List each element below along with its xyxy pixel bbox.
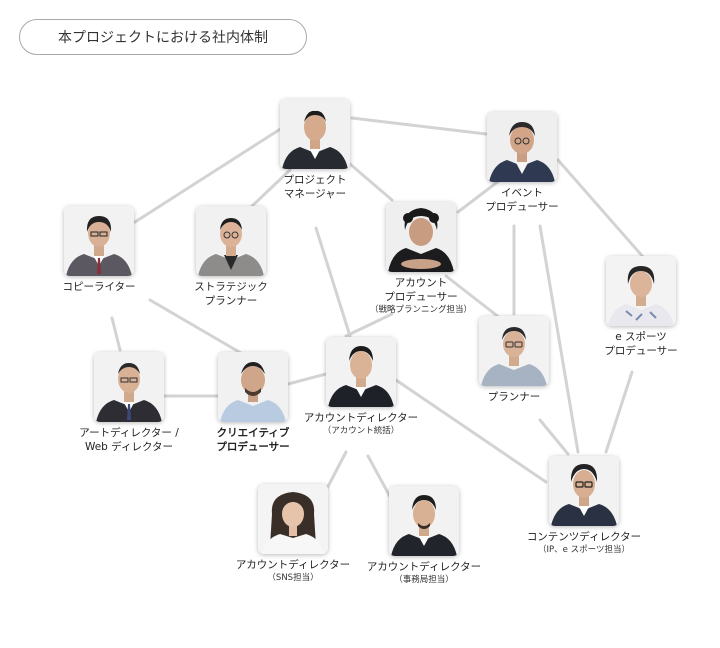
photo-account-director-sns — [258, 484, 328, 554]
photo-contents-director — [549, 456, 619, 526]
link-copy-creative — [150, 300, 246, 356]
photo-event-producer — [487, 112, 557, 182]
link-planner-content — [540, 420, 568, 454]
node-esports-producer: e スポーツプロデューサー — [561, 256, 720, 358]
role-note: （事務局担当） — [344, 574, 504, 586]
photo-creative-producer — [218, 352, 288, 422]
role-note: （戦略プランニング担当） — [341, 304, 501, 316]
role-label: プランナー — [434, 390, 594, 404]
link-esports-content — [606, 372, 632, 452]
photo-strategic-planner — [196, 206, 266, 276]
role-label: アカウントディレクター — [281, 411, 441, 425]
photo-project-manager — [280, 99, 350, 169]
photo-account-director-lead — [326, 337, 396, 407]
link-copy-art — [112, 318, 120, 350]
node-event-producer: イベントプロデューサー — [442, 112, 602, 214]
role-label: プロジェクトマネージャー — [235, 173, 395, 201]
photo-planner — [479, 316, 549, 386]
photo-account-director-office — [389, 486, 459, 556]
node-project-manager: プロジェクトマネージャー — [235, 99, 395, 201]
role-label: e スポーツプロデューサー — [561, 330, 720, 358]
link-acctpro-acctdir — [346, 314, 392, 336]
node-strategic-planner: ストラテジックプランナー — [151, 206, 311, 308]
node-account-director-office: アカウントディレクター （事務局担当） — [344, 486, 504, 586]
node-contents-director: コンテンツディレクター （IP、e スポーツ担当） — [504, 456, 664, 556]
node-account-director-lead: アカウントディレクター （アカウント統括） — [281, 337, 441, 437]
role-label: コンテンツディレクター — [504, 530, 664, 544]
photo-art-director — [94, 352, 164, 422]
photo-account-producer — [386, 202, 456, 272]
role-note: （IP、e スポーツ担当） — [504, 544, 664, 556]
photo-copywriter — [64, 206, 134, 276]
role-note: （アカウント統括） — [281, 425, 441, 437]
photo-esports-producer — [606, 256, 676, 326]
role-label: アカウントディレクター — [344, 560, 504, 574]
role-label: ストラテジックプランナー — [151, 280, 311, 308]
role-label: アカウントプロデューサー — [341, 276, 501, 304]
node-account-producer: アカウントプロデューサー （戦略プランニング担当） — [341, 202, 501, 316]
